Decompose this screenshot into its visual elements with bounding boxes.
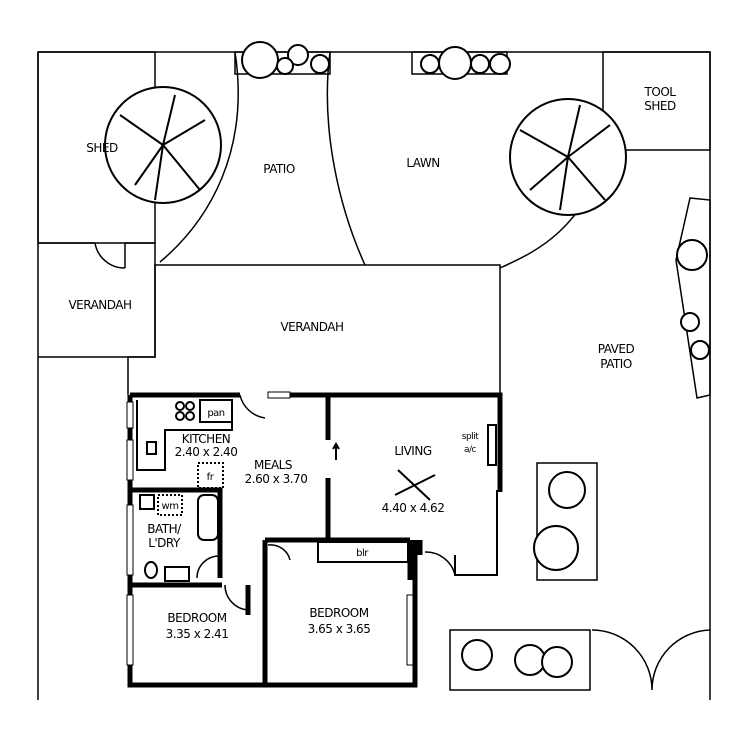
bedroom1-label: BEDROOM	[167, 611, 226, 625]
shed-label: SHED	[86, 141, 118, 155]
bath-label: BATH/	[147, 522, 182, 536]
built-in-robe	[317, 541, 409, 563]
tree-icon	[509, 98, 627, 216]
door-swing	[94, 242, 126, 269]
door-swing	[196, 394, 456, 611]
lawn-edge	[326, 51, 366, 266]
fridge-label: fr	[207, 472, 215, 483]
wm-label: wm	[162, 501, 179, 512]
tree-icon	[104, 86, 222, 204]
pantry	[199, 399, 233, 423]
pantry-label: pan	[207, 408, 224, 419]
kitchen-size: 2.40 x 2.40	[175, 445, 238, 459]
tool-shed-label: TOOL	[644, 85, 677, 99]
bedroom2-size: 3.65 x 3.65	[308, 622, 371, 636]
verandah-main	[127, 264, 501, 395]
lawn-edge	[159, 51, 239, 263]
stove-icon	[175, 401, 195, 421]
planter-box	[536, 462, 598, 581]
washing-machine	[157, 494, 183, 516]
bedroom1-size: 3.35 x 2.41	[166, 627, 229, 641]
planter-box	[449, 629, 591, 691]
bathtub-icon	[197, 494, 219, 541]
blr-label: blr	[356, 548, 369, 559]
living-size: 4.40 x 4.62	[382, 501, 445, 515]
paved-patio-label: PAVED	[598, 342, 635, 356]
patio-label: PATIO	[263, 162, 295, 176]
verandah-main-label: VERANDAH	[280, 320, 343, 334]
ceiling-fan-icon	[394, 469, 436, 501]
meals-label: MEALS	[254, 458, 292, 472]
split-ac-unit	[487, 424, 497, 466]
meals-size: 2.60 x 3.70	[245, 472, 308, 486]
planter	[675, 197, 711, 399]
fridge	[197, 462, 224, 489]
basin-icon	[164, 566, 190, 582]
split-ac-label: split	[462, 432, 479, 442]
sink-icon	[146, 441, 157, 455]
split-ac-label: a/c	[464, 445, 477, 455]
kitchen-label: KITCHEN	[182, 432, 231, 446]
shrub-icon	[241, 41, 710, 678]
bath-label: L'DRY	[148, 536, 181, 550]
tool-shed	[602, 51, 711, 151]
bedroom2-label: BEDROOM	[309, 606, 368, 620]
window	[126, 391, 414, 666]
paved-patio-label: PATIO	[600, 357, 632, 371]
toilet-icon	[144, 561, 158, 579]
lawn-label: LAWN	[406, 156, 439, 170]
tool-shed-label: SHED	[644, 99, 676, 113]
gate	[591, 629, 711, 691]
laundry-tub	[139, 494, 155, 510]
living-label: LIVING	[394, 444, 431, 458]
sliding-door-arrow	[332, 442, 340, 460]
verandah-left-label: VERANDAH	[68, 298, 131, 312]
kitchen-bench	[136, 400, 233, 471]
